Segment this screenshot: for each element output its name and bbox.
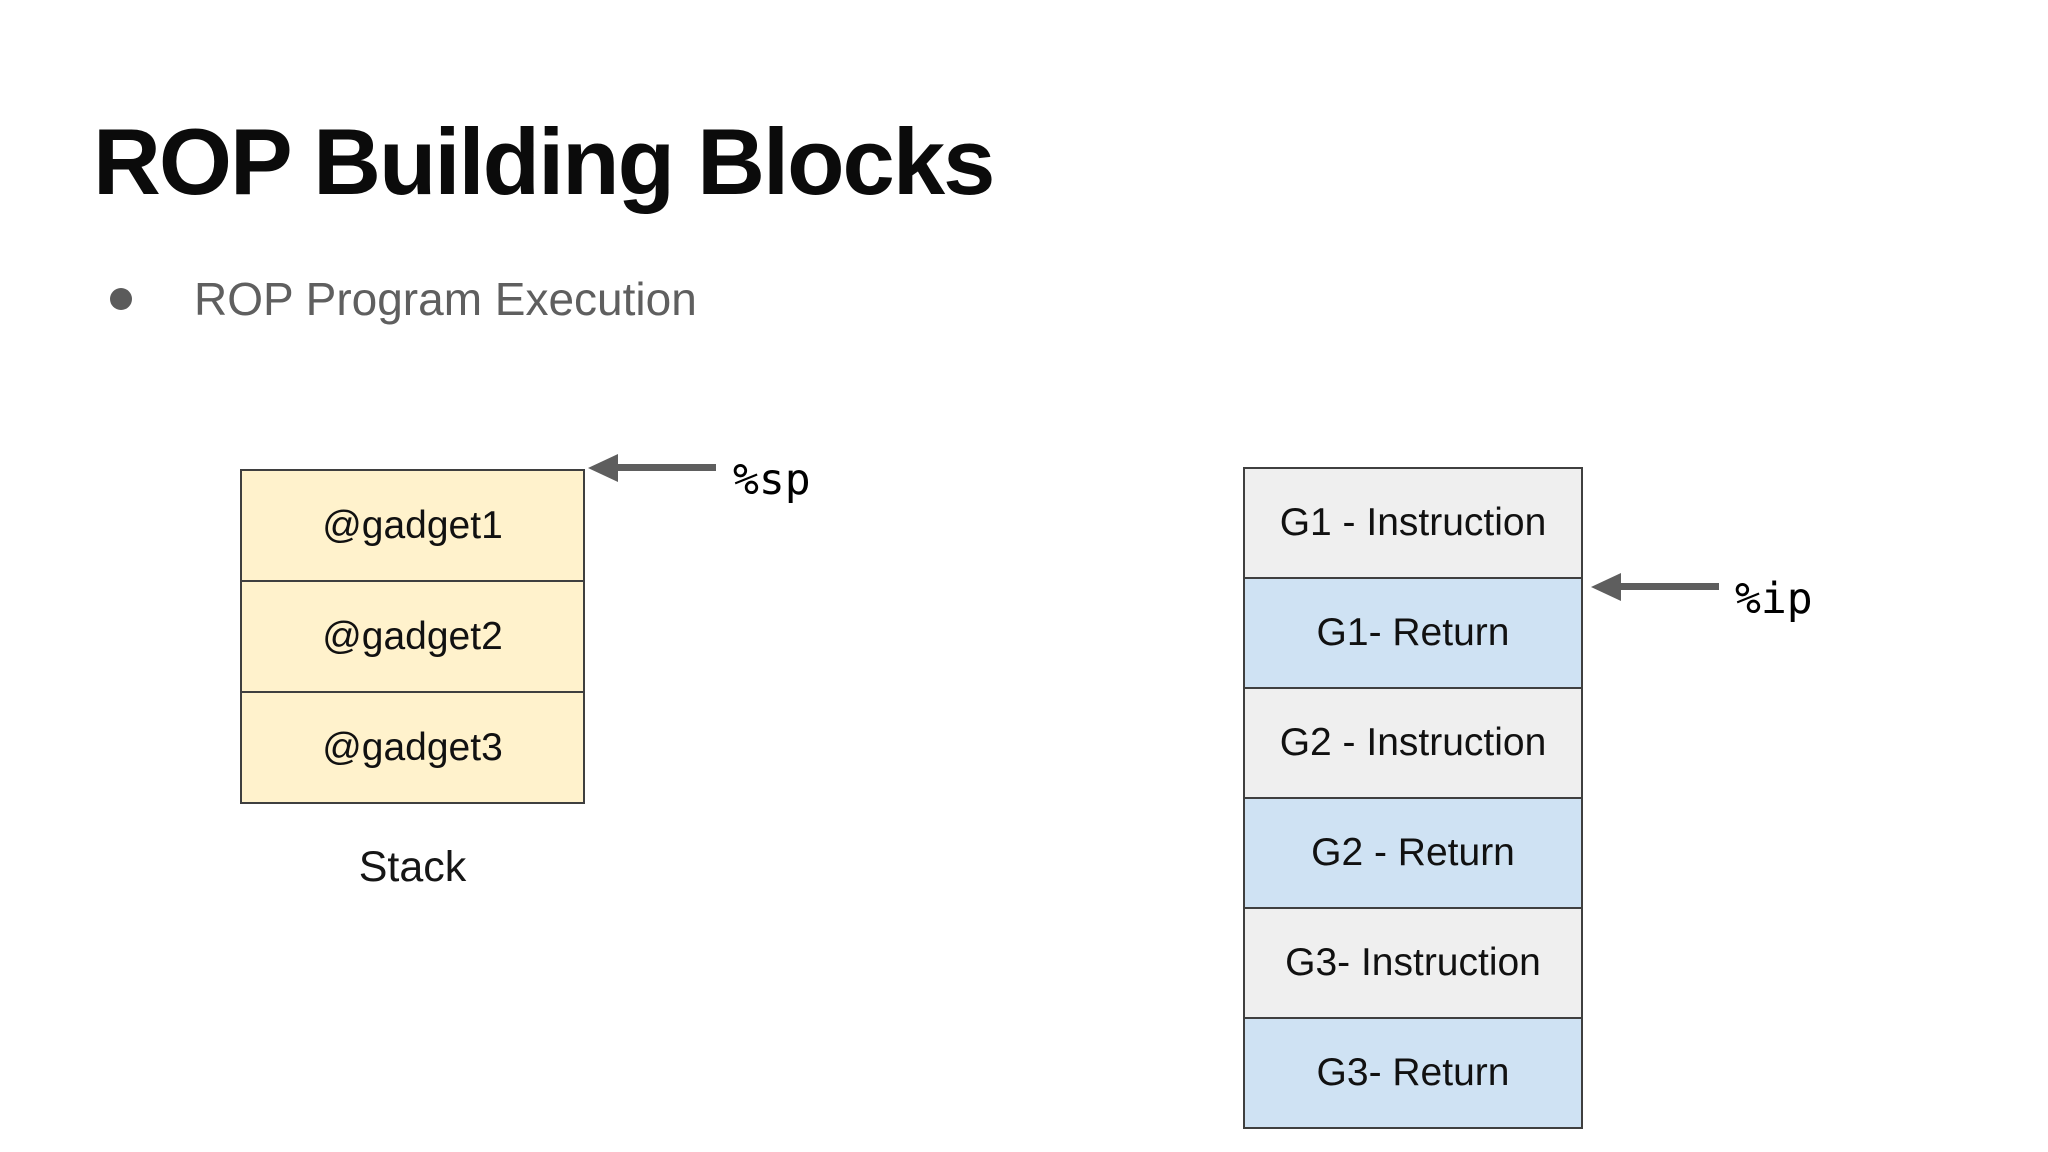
page-title: ROP Building Blocks [93, 109, 995, 214]
ip-arrow-line [1615, 583, 1719, 590]
gadget-chain-diagram: G1 - Instruction G1- Return G2 - Instruc… [1243, 467, 1583, 1129]
stack-cell: @gadget3 [240, 691, 585, 804]
chain-cell-return: G3- Return [1243, 1017, 1583, 1129]
bullet-text: ROP Program Execution [194, 273, 697, 325]
stack-caption: Stack [358, 843, 467, 891]
sp-arrow-line [612, 464, 716, 471]
bullet-icon [110, 288, 132, 310]
sp-pointer-label: %sp [733, 455, 811, 505]
chain-cell-instruction: G1 - Instruction [1243, 467, 1583, 579]
stack-cell: @gadget2 [240, 580, 585, 693]
chain-cell-return: G1- Return [1243, 577, 1583, 689]
chain-cell-instruction: G2 - Instruction [1243, 687, 1583, 799]
bullet-line: ROP Program Execution [110, 272, 697, 326]
chain-cell-instruction: G3- Instruction [1243, 907, 1583, 1019]
chain-cell-return: G2 - Return [1243, 797, 1583, 909]
ip-pointer-label: %ip [1735, 574, 1813, 624]
stack-diagram: @gadget1 @gadget2 @gadget3 [240, 469, 585, 804]
stack-cell: @gadget1 [240, 469, 585, 582]
